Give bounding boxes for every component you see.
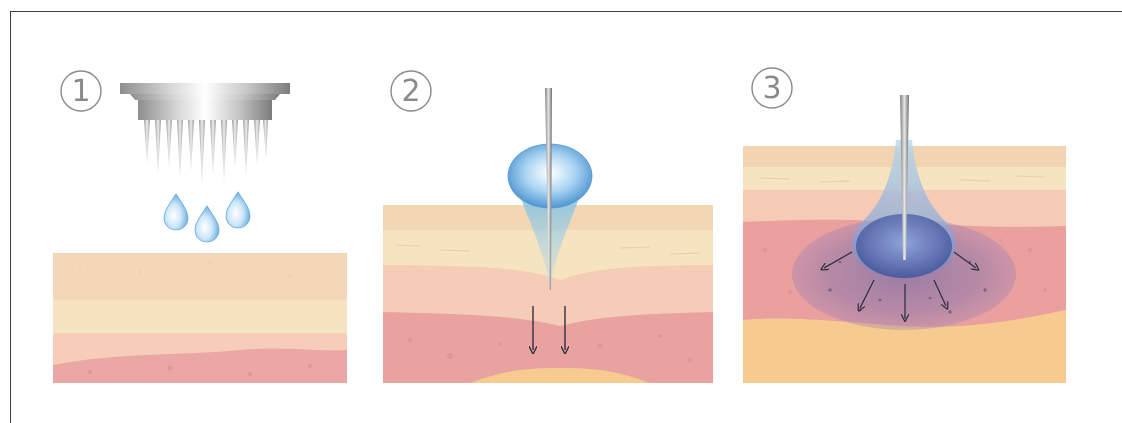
step-1-number: 1 <box>71 74 90 109</box>
step-2-number: 2 <box>401 74 420 109</box>
step-3-number: 3 <box>762 71 781 106</box>
microneedle-spikes <box>144 120 268 185</box>
skin-section-1 <box>53 253 347 383</box>
step-1-panel: 1 <box>53 71 347 383</box>
step-1-number-badge: 1 <box>61 71 101 111</box>
step-3-number-badge: 3 <box>752 68 792 108</box>
microneedle-applicator <box>120 83 290 185</box>
droplet-icon <box>164 194 188 230</box>
droplet-icon <box>195 206 219 242</box>
applicator-base <box>138 100 272 120</box>
droplet-icon <box>226 192 250 228</box>
applicator-plate <box>120 83 290 94</box>
step-2-panel: 2 <box>383 71 713 383</box>
step-3-panel: 3 <box>743 68 1066 383</box>
droplets <box>164 192 250 242</box>
step-2-number-badge: 2 <box>391 71 431 111</box>
